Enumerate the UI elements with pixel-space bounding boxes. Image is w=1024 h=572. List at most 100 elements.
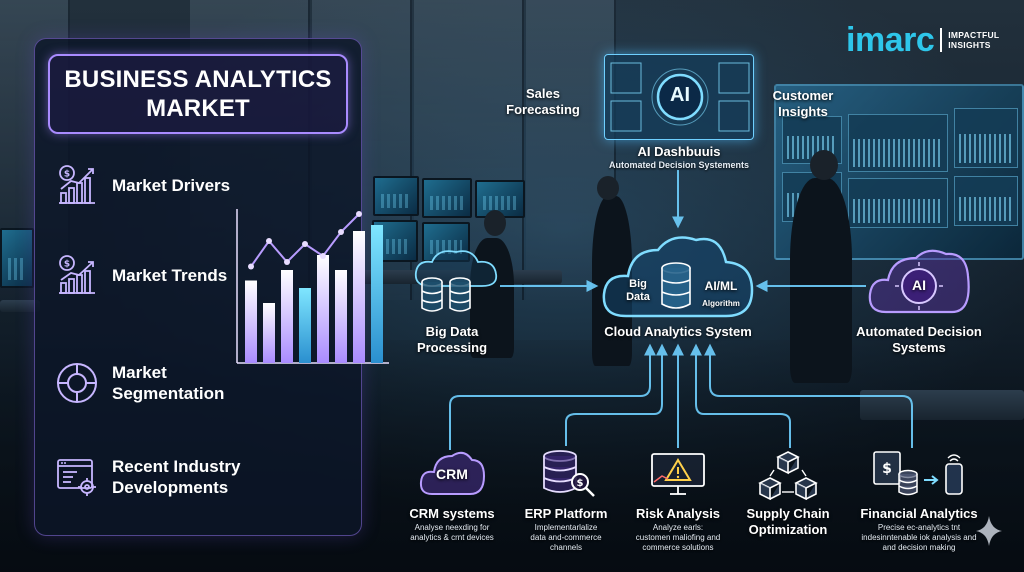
chart-bar xyxy=(371,225,383,363)
ai-badge: AI xyxy=(670,84,690,106)
page-title-text: BUSINESS ANALYTICS MARKET xyxy=(64,65,331,123)
chart-trend-point xyxy=(266,238,272,244)
big-data-cloud-database-icon xyxy=(414,250,498,312)
pie-segment-icon xyxy=(57,363,97,403)
svg-text:$: $ xyxy=(882,461,892,477)
growth-bar-chart xyxy=(236,209,389,364)
menu-item-label: Recent Industry Developments xyxy=(112,456,240,498)
desc-line: Analyze earls: xyxy=(652,523,704,532)
chart-trend-point xyxy=(248,263,254,270)
menu-item-market-segmentation[interactable]: Market Segmentation xyxy=(55,361,355,405)
label-line: Automated Decision xyxy=(856,324,982,339)
label-line: Big xyxy=(629,278,647,290)
financial-coins-phone-icon: $ xyxy=(873,451,963,496)
background-person-head xyxy=(484,210,506,236)
logo-tagline-line: IMPACTFUL xyxy=(948,30,1000,40)
desc-line: indesinntenable iok analysis and xyxy=(861,533,977,542)
desc-line: commerce solutions xyxy=(642,543,714,552)
erp-platform-title: ERP Platform xyxy=(524,506,608,521)
left-panel: BUSINESS ANALYTICS MARKET $ Market Drive… xyxy=(34,38,389,536)
menu-item-label: Market Trends xyxy=(112,265,228,285)
desc-line: Precise ec-analytics tnt xyxy=(877,523,961,532)
logo-separator xyxy=(940,28,943,52)
chart-bar xyxy=(299,288,311,363)
page-title-line: BUSINESS ANALYTICS xyxy=(64,66,332,93)
label-line: Insights xyxy=(778,104,828,119)
chart-bar xyxy=(281,270,293,363)
financial-analytics-title: Financial Analytics xyxy=(860,506,978,521)
database-search-icon: $ xyxy=(543,450,595,497)
crm-badge: CRM xyxy=(436,466,468,482)
connector-supply-to-cloud xyxy=(690,343,791,448)
background-person-head xyxy=(810,150,838,180)
chart-trend-point xyxy=(302,241,308,247)
cloud-big-data-text: Big Data xyxy=(618,278,658,304)
automated-decision-label: Automated Decision Systems xyxy=(846,324,992,356)
chart-bar xyxy=(245,280,257,363)
background-person-head xyxy=(597,176,619,200)
desc-line: analytics & crnt devices xyxy=(410,533,494,542)
automated-ai-badge: AI xyxy=(912,277,926,293)
desc-line: Analyse neexding for xyxy=(414,523,490,532)
ai-dashboards-title: AI Dashbuuis xyxy=(637,144,721,159)
risk-analysis-title: Risk Analysis xyxy=(635,506,721,521)
svg-text:$: $ xyxy=(64,260,70,270)
cloud-analytics-icon xyxy=(602,236,754,318)
label-line: Big Data xyxy=(425,324,479,339)
chart-bar xyxy=(263,303,275,363)
menu-item-market-trends[interactable]: $ Market Trends xyxy=(55,253,355,297)
cloud-analytics-label: Cloud Analytics System xyxy=(604,324,752,339)
crm-systems-desc: Analyse neexding for analytics & crnt de… xyxy=(390,523,514,543)
menu-item-market-drivers[interactable]: $ Market Drivers xyxy=(55,163,355,207)
label-line: Customer xyxy=(772,88,834,103)
menu-item-label: Market Drivers xyxy=(112,175,231,195)
background-person xyxy=(470,238,514,358)
label-line: Sales xyxy=(526,86,560,101)
background-monitor xyxy=(0,228,34,288)
connector-crm-to-cloud xyxy=(449,343,656,450)
risk-analysis-desc: Analyze earls: customen maliofing and co… xyxy=(618,523,738,553)
ai-dashboards-subtitle: Automated Decision Systements xyxy=(608,160,750,170)
desc-line: customen maliofing and xyxy=(635,533,721,542)
chart-bar xyxy=(353,231,365,363)
logo-brand: imarc xyxy=(846,21,935,59)
label-line: Systems xyxy=(892,340,946,355)
label-line: Optimization xyxy=(748,522,828,537)
label-line: AI/ML xyxy=(704,279,738,293)
label-line: Data xyxy=(626,291,650,303)
svg-text:$: $ xyxy=(64,170,70,180)
desc-line: Implementarlalize xyxy=(534,523,598,532)
crm-systems-title: CRM systems xyxy=(409,506,495,521)
dollar-growth-chart-icon: $ xyxy=(59,165,95,204)
sales-forecasting-label: Sales Forecasting xyxy=(498,86,588,118)
warning-monitor-icon xyxy=(651,453,705,495)
background-person xyxy=(790,178,852,383)
label-line: Supply Chain xyxy=(746,506,830,521)
chart-trend-point xyxy=(284,259,290,265)
background-desk xyxy=(0,300,40,312)
chart-trend-point xyxy=(320,253,326,259)
desc-line: data and-commerce xyxy=(530,533,602,542)
logo-tagline-line: INSIGHTS xyxy=(948,40,991,50)
chart-bar xyxy=(335,270,347,363)
logo-tagline: IMPACTFUL INSIGHTS xyxy=(948,30,999,50)
big-data-processing-label: Big Data Processing xyxy=(406,324,498,356)
connector-finance-to-cloud xyxy=(704,343,913,448)
financial-analytics-desc: Precise ec-analytics tnt indesinntenable… xyxy=(848,523,990,553)
menu-item-recent-developments[interactable]: Recent Industry Developments xyxy=(55,455,355,499)
supply-chain-title: Supply Chain Optimization xyxy=(738,506,838,538)
crm-cloud-icon xyxy=(419,451,486,495)
background-monitor xyxy=(422,222,470,262)
erp-platform-desc: Implementarlalize data and-commerce chan… xyxy=(512,523,620,553)
desc-line: and decision making xyxy=(882,543,956,552)
chart-trend-point xyxy=(338,229,344,235)
supply-chain-boxes-icon xyxy=(758,451,818,500)
background-monitor xyxy=(422,178,472,218)
imarc-logo: imarc IMPACTFUL INSIGHTS xyxy=(846,20,1016,60)
chart-bar xyxy=(317,255,329,363)
label-line: Algorithm xyxy=(702,299,740,308)
ai-chip-icon xyxy=(610,62,750,132)
customer-insights-label: Customer Insights xyxy=(758,88,848,120)
ai-cloud-decision-icon xyxy=(868,249,970,314)
